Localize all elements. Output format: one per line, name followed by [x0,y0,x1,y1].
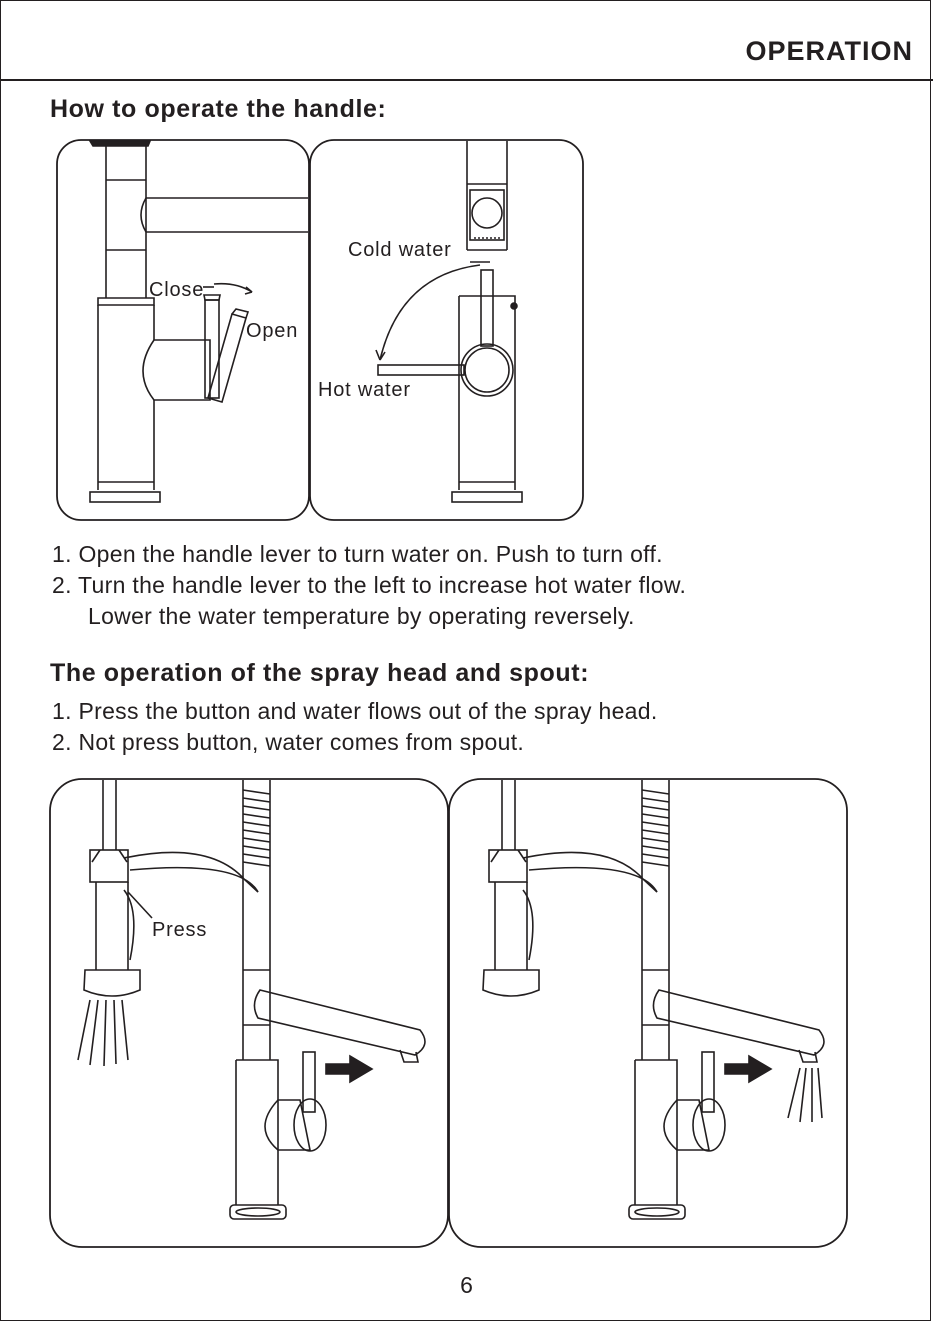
figure-spout-mode [448,778,848,1248]
open-label: Open [246,320,298,342]
page-number: 6 [460,1272,473,1298]
spray-instruction-2: 2. Not press button, water comes from sp… [52,729,525,755]
page-title: OPERATION [745,36,913,66]
figure-spray-head-mode [49,778,449,1248]
handle-instruction-2-continued: Lower the water temperature by operating… [88,603,635,629]
spray-instruction-1: 1. Press the button and water flows out … [52,698,658,724]
handle-section-heading: How to operate the handle: [50,95,387,123]
header-rule [0,79,933,81]
press-label: Press [152,919,207,941]
handle-instruction-2: 2. Turn the handle lever to the left to … [52,572,687,598]
figure-handle-front-view [309,139,584,521]
figure-handle-side-view [56,139,310,521]
handle-instruction-1: 1. Open the handle lever to turn water o… [52,541,663,567]
spray-section-heading: The operation of the spray head and spou… [50,659,590,687]
close-label: Close [149,279,204,301]
hot-water-label: Hot water [318,379,411,401]
cold-water-label: Cold water [348,239,452,261]
